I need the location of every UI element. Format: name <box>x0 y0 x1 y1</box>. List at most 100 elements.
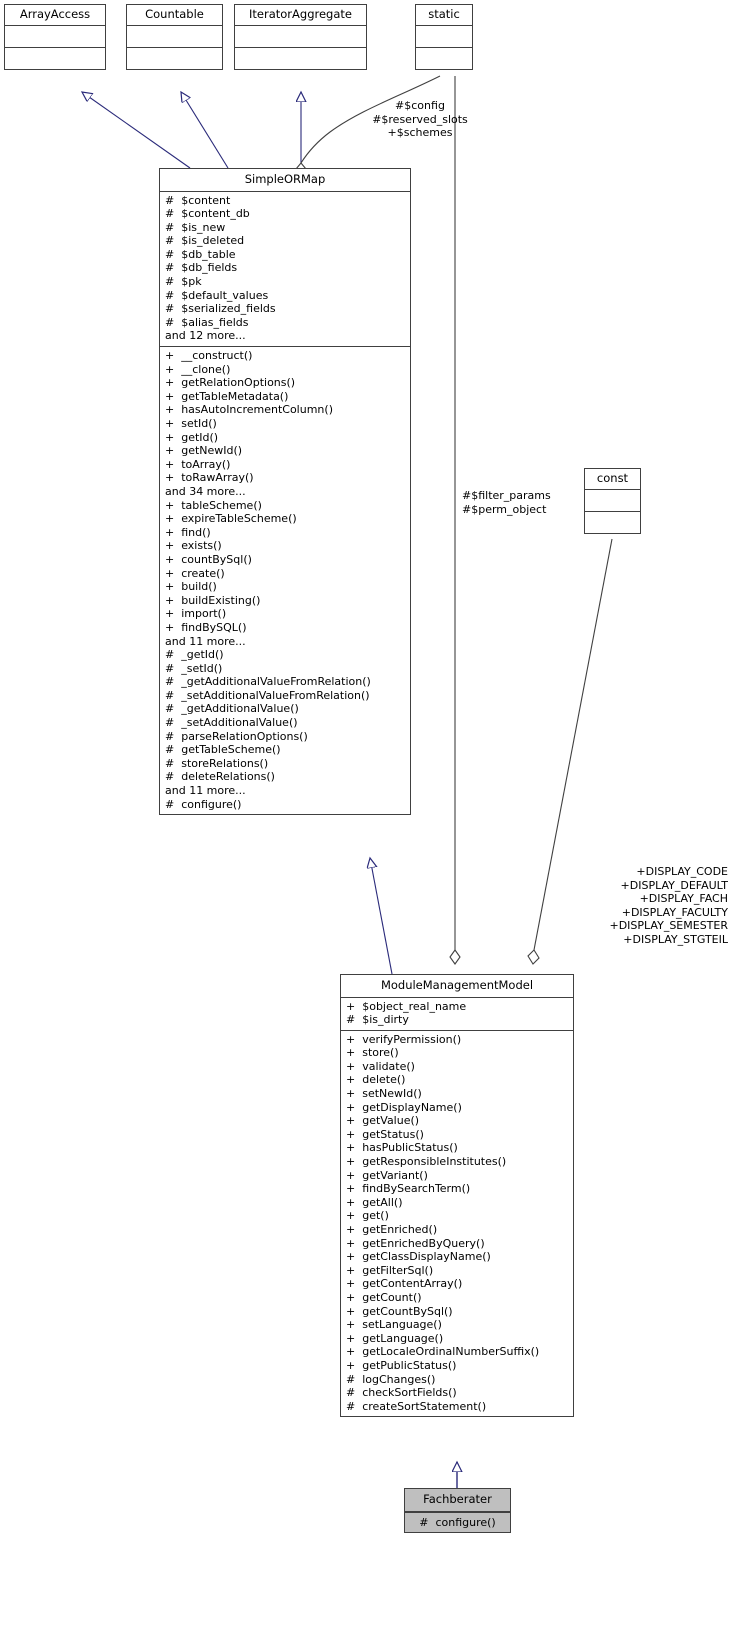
methods-compartment-countable <box>127 46 222 69</box>
class-member-row: # configure() <box>165 797 242 811</box>
class-member-row: # _setId() <box>165 661 223 675</box>
class-member-row: # storeRelations() <box>165 756 269 770</box>
class-member-row: + __construct() <box>165 349 253 363</box>
class-member-row: + setId() <box>165 417 217 430</box>
class-member-row: # $db_fields <box>165 261 238 275</box>
class-member-row: + getContentArray() <box>346 1277 463 1291</box>
class-node-countable[interactable]: Countable <box>126 4 223 70</box>
methods-compartment-static <box>416 46 472 69</box>
class-member-row: + getLocaleOrdinalNumberSuffix() <box>346 1345 540 1359</box>
class-member-row: # _setAdditionalValueFromRelation() <box>165 688 370 702</box>
class-member-row: + getFilterSql() <box>346 1263 434 1277</box>
class-member-row: + getEnriched() <box>346 1223 438 1236</box>
class-member-row: and 12 more... <box>165 329 246 343</box>
attributes-compartment-modulemanagementmodel: + $object_real_name# $is_dirty <box>341 996 573 1030</box>
class-member-row: + getPublicStatus() <box>346 1358 457 1372</box>
class-node-const[interactable]: const <box>584 468 641 534</box>
edge-label-static-modulemanagementmodel: #$filter_params#$perm_object <box>462 489 551 516</box>
attributes-compartment-static <box>416 24 472 47</box>
class-member-row: + getId() <box>165 430 219 444</box>
class-member-row: # $is_dirty <box>346 1013 409 1027</box>
edge-label-static-simpleormap: #$config#$reserved_slots+$schemes <box>372 99 468 140</box>
class-title-static: static <box>428 7 460 21</box>
methods-compartment-fachberater: # configure() <box>405 1511 510 1533</box>
class-member-row: # checkSortFields() <box>346 1386 457 1400</box>
attributes-compartment-fachberater <box>405 1510 510 1512</box>
edge-simpleormap-countable <box>181 92 229 169</box>
class-member-row: + getNewId() <box>165 444 243 458</box>
methods-compartment-const <box>585 510 640 533</box>
attributes-compartment-iteratoraggregate <box>235 24 366 47</box>
class-member-row: + getResponsibleInstitutes() <box>346 1155 507 1169</box>
class-title-simpleormap: SimpleORMap <box>244 172 326 186</box>
class-member-row: # parseRelationOptions() <box>165 729 308 743</box>
edge-label-const-modulemanagementmodel: +DISPLAY_CODE+DISPLAY_DEFAULT+DISPLAY_FA… <box>609 865 729 946</box>
attributes-compartment-simpleormap: # $content# $content_db# $is_new# $is_de… <box>160 190 410 347</box>
class-member-row: # $pk <box>165 275 202 289</box>
class-node-iteratoraggregate[interactable]: IteratorAggregate <box>234 4 367 70</box>
class-member-row: + toRawArray() <box>165 471 254 485</box>
class-member-row: + setLanguage() <box>346 1318 442 1332</box>
class-title-arrayaccess: ArrayAccess <box>19 7 91 21</box>
class-title-countable: Countable <box>145 7 204 21</box>
class-member-row: # deleteRelations() <box>165 770 275 784</box>
class-title-modulemanagementmodel: ModuleManagementModel <box>380 978 534 992</box>
class-member-row: # createSortStatement() <box>346 1399 487 1413</box>
class-member-row: # $is_deleted <box>165 234 245 248</box>
class-member-row: + buildExisting() <box>165 593 261 607</box>
attributes-compartment-const <box>585 488 640 511</box>
class-title-fachberater: Fachberater <box>423 1492 492 1506</box>
class-member-row: + countBySql() <box>165 552 252 566</box>
methods-compartment-simpleormap: + __construct()+ __clone()+ getRelationO… <box>160 346 410 814</box>
edge-modulemanagementmodel-simpleormap <box>370 858 393 975</box>
class-member-row: + getLanguage() <box>346 1331 444 1345</box>
class-member-row: and 11 more... <box>165 634 246 648</box>
class-member-row: + verifyPermission() <box>346 1032 462 1046</box>
class-member-row: + find() <box>165 525 211 539</box>
class-member-row: + store() <box>346 1046 399 1060</box>
class-member-row: # configure() <box>419 1515 496 1529</box>
class-member-row: # $db_table <box>165 247 236 261</box>
class-member-row: + getAll() <box>346 1195 403 1209</box>
class-member-row: # $content <box>165 193 231 207</box>
class-member-row: + findBySearchTerm() <box>346 1182 471 1196</box>
class-member-row: # _getAdditionalValueFromRelation() <box>165 675 371 689</box>
class-title-iteratoraggregate: IteratorAggregate <box>249 7 352 21</box>
edge-static-modulemanagementmodel <box>449 76 461 965</box>
class-member-row: + getCountBySql() <box>346 1304 453 1318</box>
class-node-static[interactable]: static <box>415 4 473 70</box>
class-member-row: + toArray() <box>165 457 231 471</box>
class-member-row: + exists() <box>165 539 222 553</box>
class-member-row: # $serialized_fields <box>165 302 276 316</box>
class-member-row: + getClassDisplayName() <box>346 1250 491 1264</box>
class-member-row: + $object_real_name <box>346 999 467 1013</box>
methods-compartment-modulemanagementmodel: + verifyPermission()+ store()+ validate(… <box>341 1029 573 1417</box>
class-member-row: + __clone() <box>165 362 231 376</box>
class-node-arrayaccess[interactable]: ArrayAccess <box>4 4 106 70</box>
class-title-const: const <box>596 471 629 485</box>
edge-simpleormap-arrayaccess <box>82 92 191 169</box>
class-member-row: # _getAdditionalValue() <box>165 702 299 716</box>
class-node-fachberater[interactable]: Fachberater # configure() <box>404 1488 511 1534</box>
methods-compartment-arrayaccess <box>5 46 105 69</box>
class-member-row: # _setAdditionalValue() <box>165 716 298 730</box>
class-node-simpleormap[interactable]: SimpleORMap # $content# $content_db# $is… <box>159 168 411 816</box>
class-member-row: + getCount() <box>346 1290 422 1304</box>
class-member-row: + validate() <box>346 1059 415 1073</box>
class-member-row: + expireTableScheme() <box>165 512 297 526</box>
attributes-compartment-countable <box>127 24 222 47</box>
attributes-compartment-arrayaccess <box>5 24 105 47</box>
class-member-row: + tableScheme() <box>165 498 262 512</box>
methods-compartment-iteratoraggregate <box>235 46 366 69</box>
class-member-row: + getValue() <box>346 1114 420 1128</box>
class-member-row: + getDisplayName() <box>346 1100 462 1114</box>
class-member-row: # $default_values <box>165 288 269 302</box>
class-member-row: + findBySQL() <box>165 620 247 634</box>
class-member-row: + hasPublicStatus() <box>346 1141 458 1155</box>
class-member-row: # getTableScheme() <box>165 743 281 757</box>
class-member-row: and 11 more... <box>165 784 246 798</box>
class-node-modulemanagementmodel[interactable]: ModuleManagementModel + $object_real_nam… <box>340 974 574 1418</box>
class-member-row: # $is_new <box>165 220 226 234</box>
class-member-row: + create() <box>165 566 225 580</box>
class-member-row: + getRelationOptions() <box>165 376 296 390</box>
